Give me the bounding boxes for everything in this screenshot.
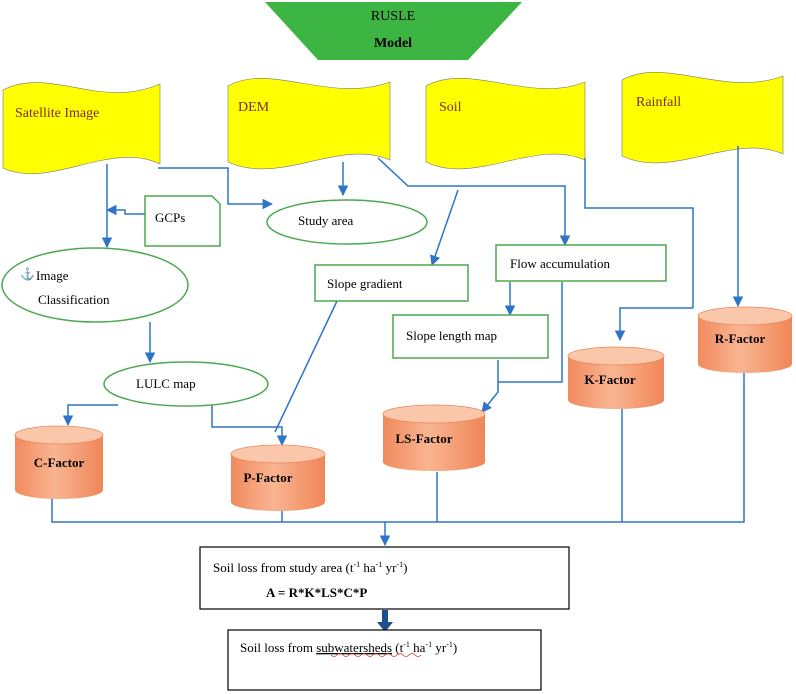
soil-loss-subwatersheds-text: Soil loss from subwatersheds (t-1 ha-1 y… (240, 640, 457, 655)
arrow-soil-to-k-factor (614, 307, 693, 342)
slope-gradient-label: Slope gradient (327, 276, 403, 291)
input-dem: DEM (227, 78, 391, 170)
soil-loss-study-area-box: Soil loss from study area (t-1 ha-1 yr-1… (199, 546, 570, 610)
k-factor-label: K-Factor (584, 372, 635, 387)
r-factor-cylinder: R-Factor (697, 306, 793, 373)
model-title-line1: RUSLE (371, 9, 415, 24)
slope-gradient-node: Slope gradient (314, 264, 469, 302)
arrow-soil-loss-to-subwatersheds (377, 610, 393, 632)
study-area-label: Study area (298, 213, 353, 228)
ls-factor-label: LS-Factor (395, 431, 452, 446)
collector-line (51, 372, 745, 523)
flow-accumulation-label: Flow accumulation (510, 256, 611, 271)
k-factor-cylinder: K-Factor (567, 346, 665, 409)
lulc-map-node: LULC map (103, 361, 269, 407)
rainfall-label: Rainfall (636, 95, 681, 110)
lulc-map-label: LULC map (136, 376, 196, 391)
arrow-slope-length-to-ls-factor (481, 360, 499, 413)
anchor-icon: ⚓ (20, 267, 35, 281)
study-area-node: Study area (266, 199, 428, 245)
arrow-satellite-to-study-area (158, 167, 274, 210)
p-factor-label: P-Factor (243, 470, 292, 485)
line-soil-to-k-drop (584, 158, 694, 308)
ls-factor-cylinder: LS-Factor (382, 404, 486, 471)
gcps-label: GCPs (155, 210, 185, 225)
input-soil: Soil (425, 78, 586, 170)
slope-length-map-label: Slope length map (406, 328, 497, 343)
gcps-node: GCPs (144, 195, 221, 247)
soil-loss-subwatersheds-box: Soil loss from subwatersheds (t-1 ha-1 y… (227, 629, 542, 691)
arrow-lulc-to-p-factor (211, 405, 288, 447)
arrow-dem-to-flow-accumulation (377, 157, 571, 247)
soil-loss-study-area-text: Soil loss from study area (t-1 ha-1 yr-1… (213, 560, 407, 575)
flow-accumulation-node: Flow accumulation (495, 244, 667, 282)
line-slope-gradient-to-p (274, 300, 338, 433)
spellcheck-squiggle (330, 653, 422, 657)
line-flow-to-ls (498, 282, 563, 383)
image-classification-line2: Classification (38, 292, 110, 307)
p-factor-cylinder: P-Factor (230, 444, 326, 511)
subwatersheds-word: subwatersheds (316, 640, 392, 655)
c-factor-label: C-Factor (34, 455, 85, 470)
slope-length-map-node: Slope length map (392, 314, 549, 359)
input-satellite-image: Satellite Image (2, 82, 161, 174)
connectors (51, 146, 745, 547)
rusle-equation: A = R*K*LS*C*P (266, 585, 367, 600)
arrow-gcps-to-classification-line (105, 204, 145, 216)
input-rainfall: Rainfall (621, 72, 784, 164)
satellite-image-label: Satellite Image (15, 106, 99, 121)
arrow-to-slope-gradient (430, 189, 459, 266)
arrow-lulc-to-c-factor (62, 404, 118, 427)
image-classification-line1: Image (36, 268, 69, 283)
c-factor-cylinder: C-Factor (14, 425, 104, 499)
dem-label: DEM (238, 100, 270, 115)
model-title-line2: Model (374, 36, 412, 51)
soil-label: Soil (439, 100, 462, 115)
rusle-model-block: RUSLE Model (265, 2, 522, 60)
r-factor-label: R-Factor (715, 331, 766, 346)
image-classification-node: ⚓ Image Classification (1, 247, 189, 323)
